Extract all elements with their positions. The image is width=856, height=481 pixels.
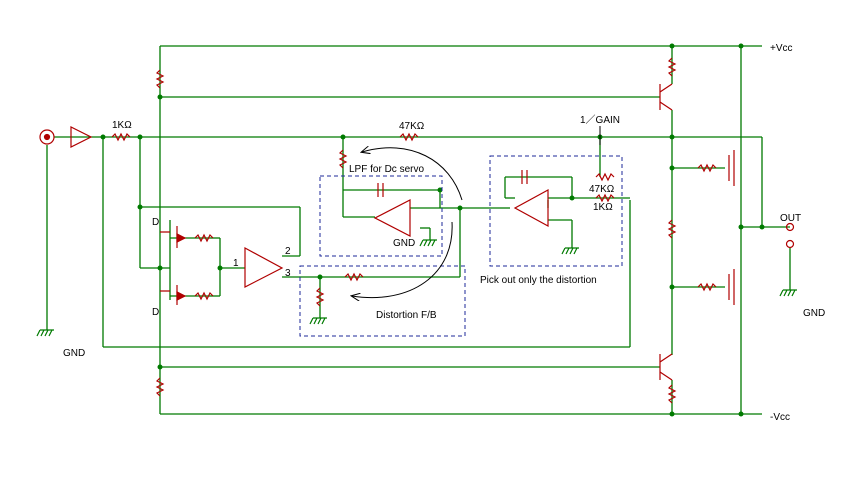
resistor-47k bbox=[399, 132, 419, 142]
r-input-label: 1KΩ bbox=[112, 120, 132, 131]
resistor-q2-emitter bbox=[667, 384, 677, 404]
dist-fb-label: Distortion F/B bbox=[376, 310, 437, 321]
resistor-top-bias bbox=[155, 69, 165, 89]
lpf-arrow bbox=[362, 148, 463, 201]
arrows bbox=[352, 126, 601, 298]
d-lower-label: D bbox=[152, 307, 159, 318]
resistor-dist-fb bbox=[344, 272, 364, 282]
resistor-lpf bbox=[338, 149, 348, 169]
resistor-q1-emitter bbox=[667, 57, 677, 77]
text-labels: +Vcc -Vcc OUT GND GND GND 1KΩ 47KΩ 1／GAI… bbox=[63, 43, 825, 423]
dist-opamp bbox=[513, 188, 549, 228]
resistor-bot-bias bbox=[155, 377, 165, 397]
resistor-mid bbox=[667, 219, 677, 239]
gain-label: 1／GAIN bbox=[580, 114, 620, 126]
main-opamp bbox=[244, 246, 284, 288]
resistor-mos-top-gate bbox=[697, 163, 717, 173]
junction-dots bbox=[100, 43, 765, 417]
ground-symbols bbox=[36, 239, 797, 337]
gnd-terminal bbox=[785, 239, 795, 249]
resistor-jfet-top bbox=[194, 233, 214, 243]
vcc-pos-label: +Vcc bbox=[770, 43, 793, 54]
input-buffer bbox=[70, 126, 93, 148]
components bbox=[39, 57, 795, 404]
lpf-label: LPF for Dc servo bbox=[349, 164, 424, 175]
resistor-jfet-bot bbox=[194, 291, 214, 301]
resistor-1k bbox=[111, 132, 131, 142]
pin2-label: 2 bbox=[285, 246, 291, 257]
gnd-servo-label: GND bbox=[393, 238, 415, 249]
d-upper-label: D bbox=[152, 217, 159, 228]
resistor-47k-dist bbox=[595, 172, 615, 182]
r-dist-47k-label: 47KΩ bbox=[589, 184, 615, 195]
gnd-right-label: GND bbox=[803, 308, 825, 319]
input-jack bbox=[39, 129, 55, 145]
r-feedback-label: 47KΩ bbox=[399, 121, 425, 132]
dist-arrow bbox=[352, 221, 453, 298]
pick-box bbox=[489, 155, 623, 267]
resistor-1k-dist bbox=[595, 193, 615, 203]
wires bbox=[46, 45, 791, 415]
lpf-box bbox=[319, 175, 443, 257]
dashed-boxes bbox=[299, 155, 623, 337]
dist-fb-box bbox=[299, 265, 466, 337]
out-terminal bbox=[785, 222, 795, 232]
vcc-neg-label: -Vcc bbox=[770, 412, 790, 423]
resistor-dist-gnd bbox=[315, 287, 325, 307]
pick-label: Pick out only the distortion bbox=[480, 275, 597, 286]
out-label: OUT bbox=[780, 213, 801, 224]
lpf-opamp bbox=[373, 199, 411, 237]
gnd-left-label: GND bbox=[63, 348, 85, 359]
resistor-mos-bot-gate bbox=[697, 282, 717, 292]
pin1-label: 1 bbox=[233, 258, 239, 269]
pin3-label: 3 bbox=[285, 268, 291, 279]
r-dist-1k-label: 1KΩ bbox=[593, 202, 613, 213]
